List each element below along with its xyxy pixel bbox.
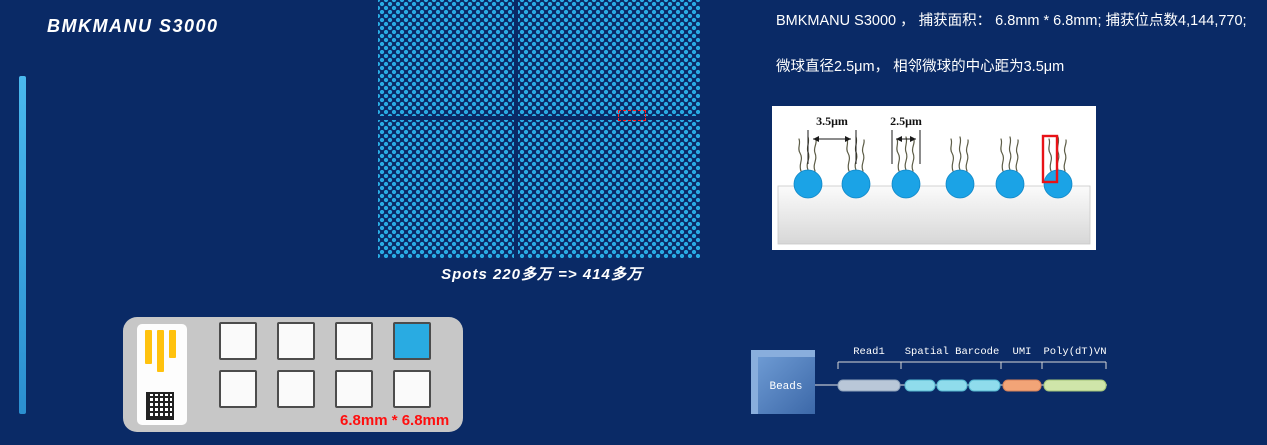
chip-well-7	[335, 370, 373, 408]
chip-well-6	[277, 370, 315, 408]
measurement-pitch	[807, 130, 857, 164]
chip-well-3	[335, 322, 373, 360]
diameter-label: 2.5μm	[890, 114, 922, 128]
segment-spatial-3	[968, 379, 1001, 392]
label-umi: UMI	[1013, 346, 1032, 358]
yellow-bar-3	[169, 330, 176, 358]
beads-cube-label: Beads	[769, 381, 802, 393]
chip-well-4-active	[393, 322, 431, 360]
segment-read1	[837, 379, 901, 392]
pitch-label: 3.5μm	[816, 114, 848, 128]
specs-line-1: BMKMANU S3000 ， 捕获面积： 6.8mm * 6.8mm; 捕获位…	[776, 13, 1247, 29]
spot-array-grid	[378, 0, 700, 258]
accent-bar	[19, 76, 26, 414]
grid-divider-vertical	[514, 0, 518, 258]
segment-umi	[1002, 379, 1042, 392]
measurement-diameter	[891, 130, 921, 164]
grid-divider-horizontal	[378, 116, 700, 120]
chip-well-8	[393, 370, 431, 408]
spots-caption: Spots 220多万 => 414多万	[441, 266, 643, 283]
specs-line-2: 微球直径2.5μm， 相邻微球的中心距为3.5μm	[776, 59, 1065, 76]
red-highlight-box	[1041, 134, 1059, 184]
segments	[837, 379, 1107, 392]
chip-well-2	[277, 322, 315, 360]
grid-highlight-marker	[618, 110, 646, 121]
chip-label-area	[137, 324, 187, 425]
specs-text: BMKMANU S3000 ， 捕获面积： 6.8mm * 6.8mm; 捕获位…	[776, 12, 1261, 76]
chip-size-label: 6.8mm * 6.8mm	[340, 412, 450, 429]
segment-poly-dt-vn	[1043, 379, 1107, 392]
qr-code	[146, 392, 174, 420]
segment-spatial-2	[936, 379, 968, 392]
beads-cube	[758, 357, 815, 414]
yellow-bar-1	[145, 330, 152, 364]
chip-illustration	[123, 317, 463, 432]
label-read1: Read1	[853, 346, 885, 358]
page-title: BMKMANU S3000	[47, 16, 219, 36]
segment-spatial-1	[904, 379, 936, 392]
chip-well-5	[219, 370, 257, 408]
label-poly-dt-vn: Poly(dT)VN	[1043, 346, 1106, 358]
bead-figure: 3.5μm 2.5μm	[772, 106, 1096, 250]
chip-well-1	[219, 322, 257, 360]
platform	[777, 185, 1091, 245]
bracket	[837, 361, 1107, 369]
yellow-bar-2	[157, 330, 164, 372]
construct-figure: Beads Read1 Spatial Barcode UMI Poly(dT)…	[751, 346, 1107, 414]
label-spatial-barcode: Spatial Barcode	[905, 346, 1000, 358]
